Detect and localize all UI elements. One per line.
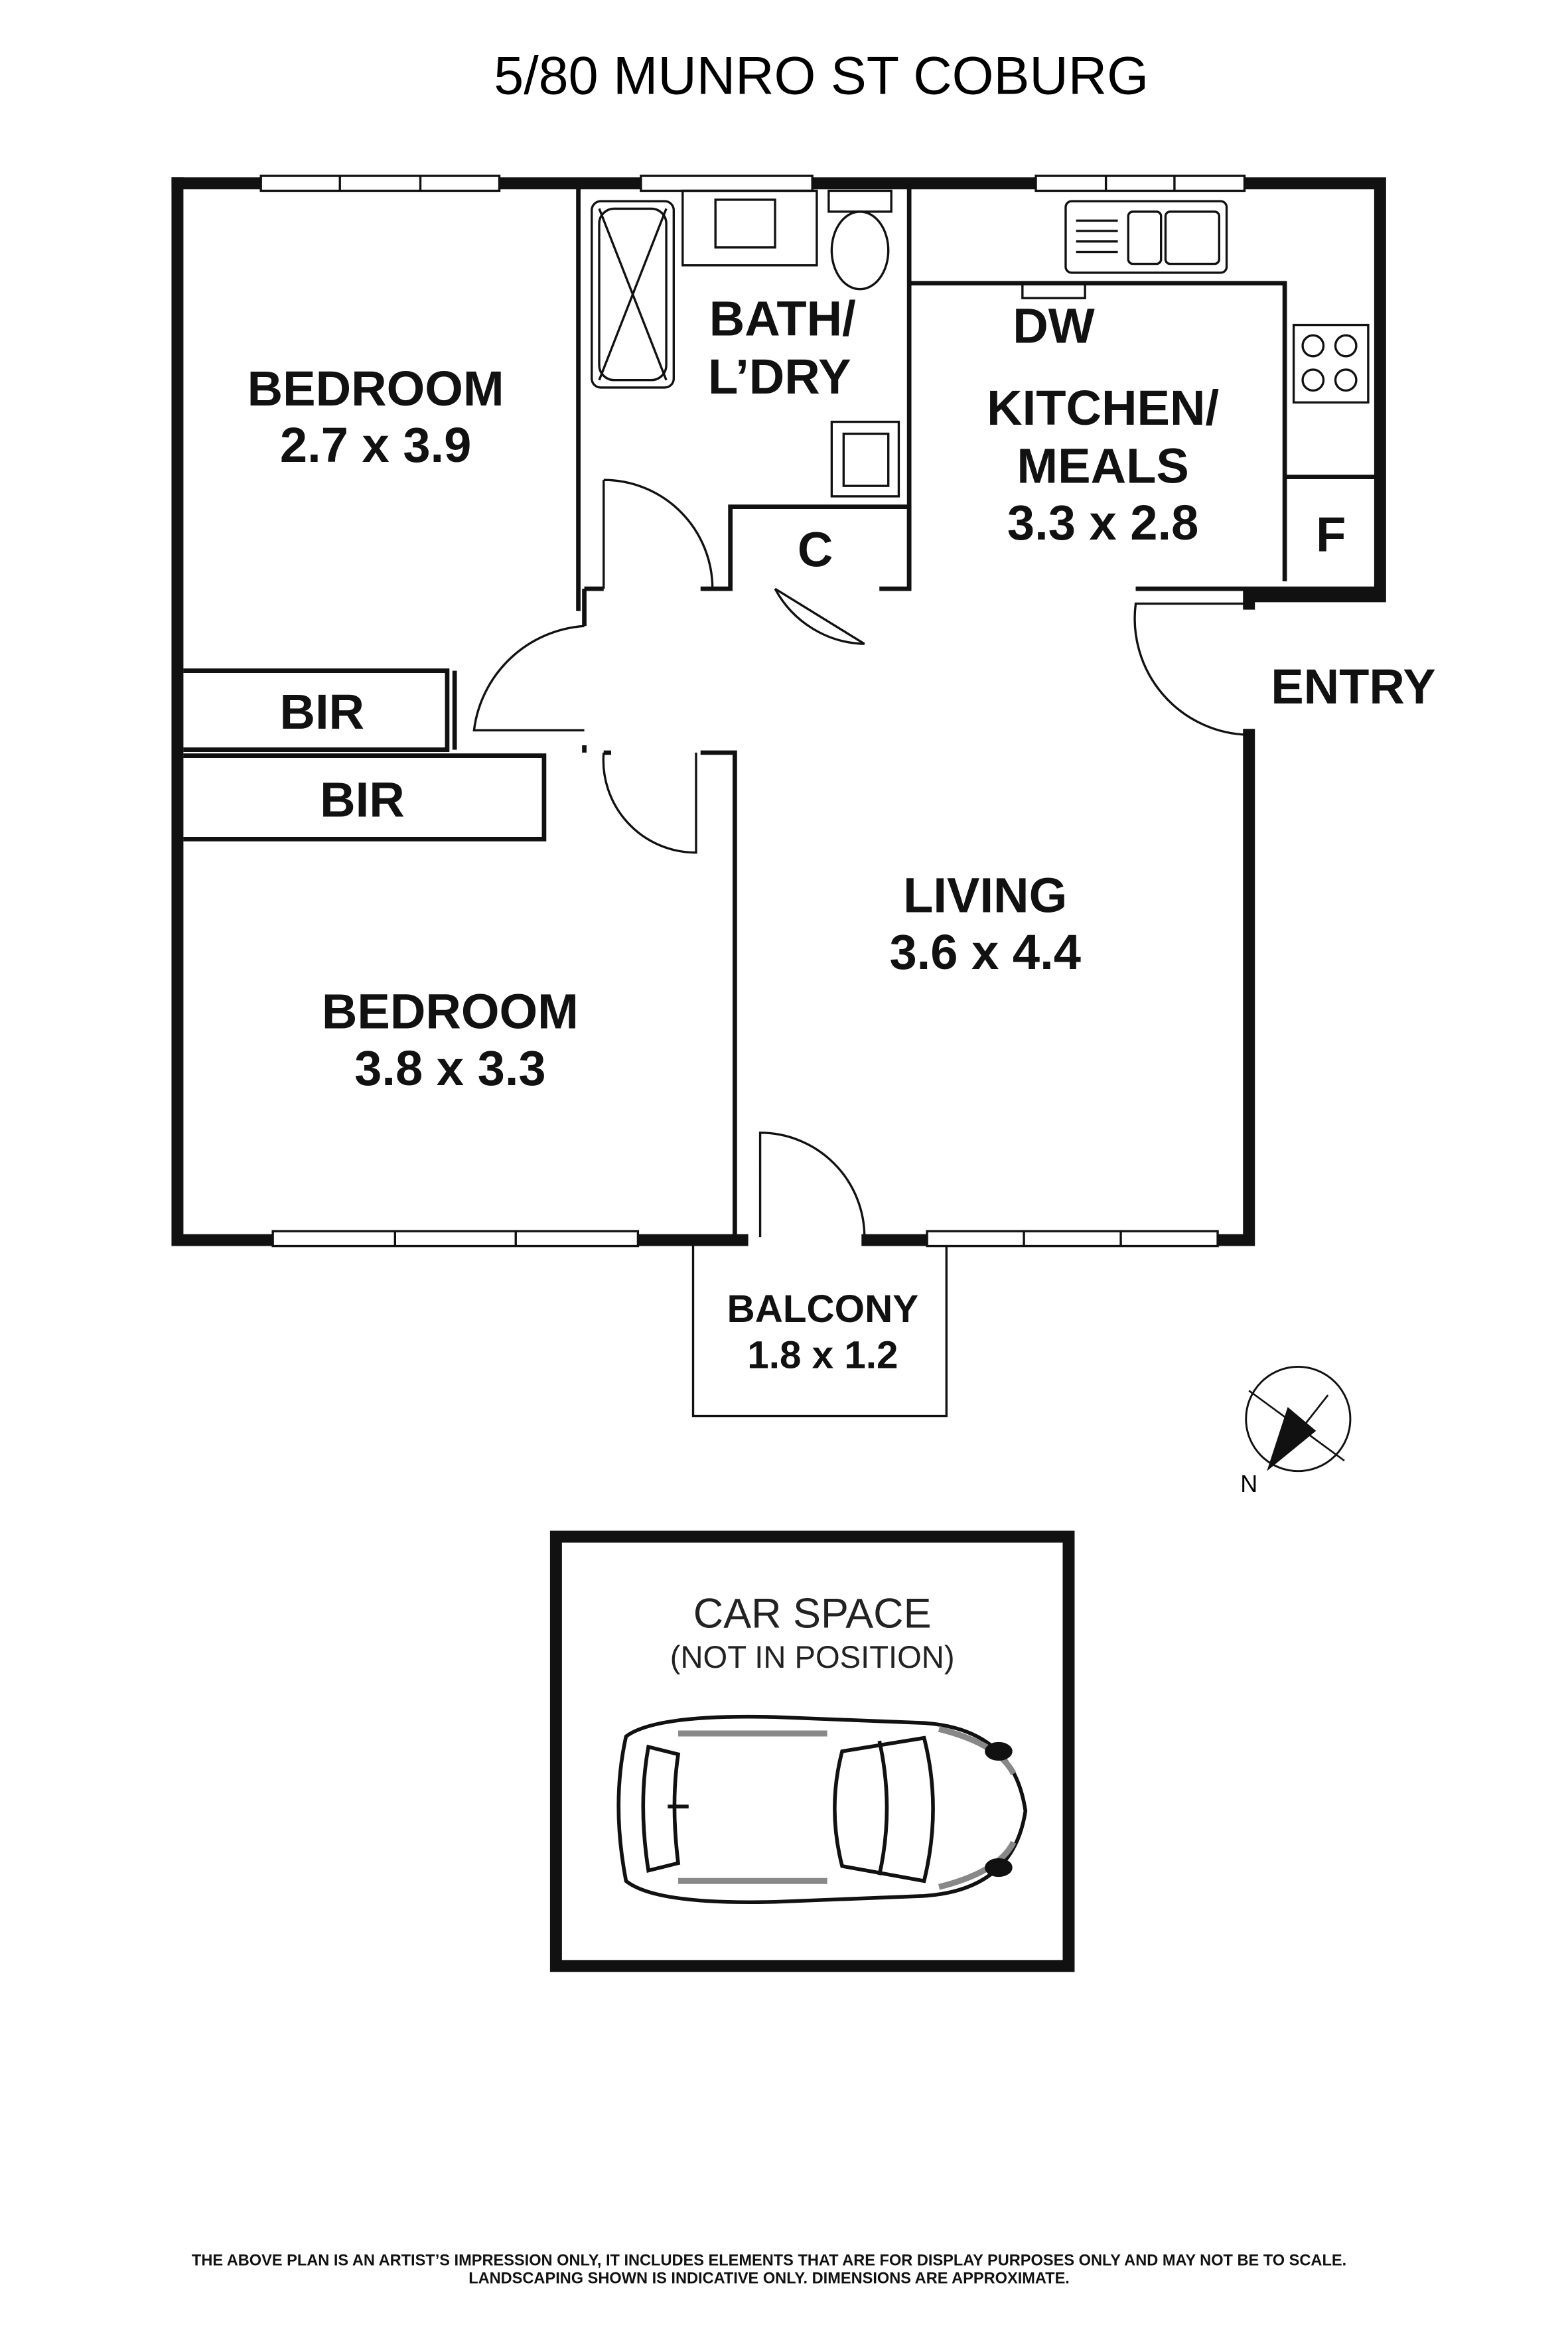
entry-label: ENTRY [1271,659,1435,714]
car-space-box [549,1530,1075,1972]
windows [259,175,1246,1248]
kitchen-label-1: KITCHEN/ [987,380,1219,435]
kitchen-label-2: MEALS [1017,439,1188,494]
living-name: LIVING [903,867,1067,922]
living-dims: 3.6 x 4.4 [889,924,1080,980]
cupboard-label: C [798,522,833,577]
car-space-subtitle: (NOT IN POSITION) [670,1639,955,1674]
bir1-label: BIR [279,684,364,739]
fixtures [591,189,1370,498]
car-icon [616,1714,1028,1905]
bedroom1-name: BEDROOM [248,361,504,416]
bath-label-2: L’DRY [708,349,851,404]
balcony-dims: 1.8 x 1.2 [747,1334,898,1377]
bir2-label: BIR [320,772,405,828]
balcony-outline [691,1246,948,1418]
bedroom2-dims: 3.8 x 3.3 [354,1041,545,1096]
bedroom2-name: BEDROOM [322,984,579,1039]
kitchen-dims: 3.3 x 2.8 [1007,495,1198,550]
disclaimer-line-1: THE ABOVE PLAN IS AN ARTIST’S IMPRESSION… [192,2252,1346,2269]
fridge-label: F [1316,507,1346,562]
bath-label-1: BATH/ [709,291,856,346]
compass-north-label: N [1240,1470,1257,1497]
dw-label: DW [1013,299,1095,354]
disclaimer-line-2: LANDSCAPING SHOWN IS INDICATIVE ONLY. DI… [468,2270,1070,2287]
bedroom1-dims: 2.7 x 3.9 [280,417,471,473]
balcony-name: BALCONY [727,1287,919,1331]
plan-title: 5/80 MUNRO ST COBURG [494,46,1149,106]
car-space-title: CAR SPACE [693,1591,932,1637]
compass-icon [1245,1366,1352,1473]
